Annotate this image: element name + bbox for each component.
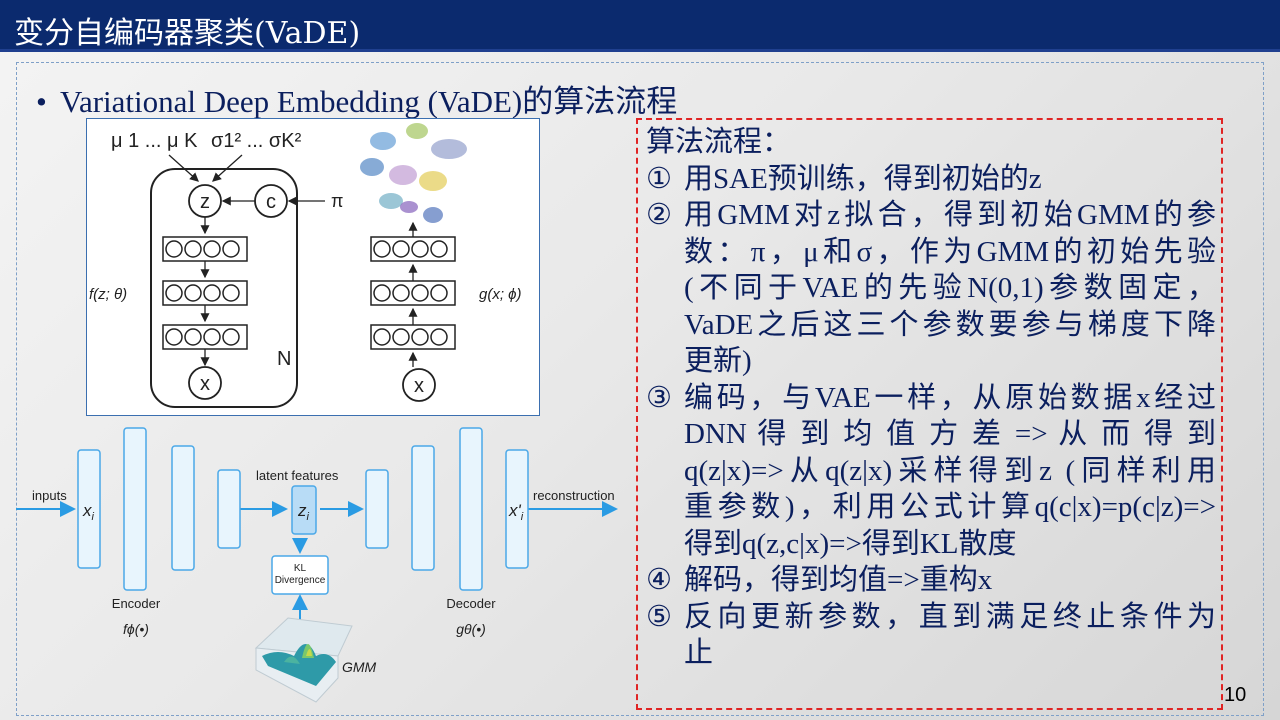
page-number: 10 — [1224, 684, 1247, 706]
vade-graphical-model-figure: μ 1 ... μ K σ1² ... σK² z c π x f(z; θ) … — [86, 118, 540, 416]
bullet-text: Variational Deep Embedding (VaDE)的算法流程 — [60, 84, 678, 119]
svg-text:xi: xi — [82, 501, 95, 523]
x-input-subscript: i — [92, 511, 95, 523]
step-number: ④ — [646, 564, 672, 596]
inputs-label: inputs — [32, 488, 67, 503]
slide-title: 变分自编码器聚类(VaDE) — [14, 16, 361, 51]
bullet-dot: • — [36, 84, 47, 119]
algorithm-step-3: ③ 编码，与VAE一样，从原始数据x经过 DNN 得 到 均 值 方 差 => … — [646, 380, 1216, 563]
f-label: f(z; θ) — [89, 286, 127, 303]
step-line: 数：π，μ和σ，作为GMM的初始先验 — [684, 235, 1216, 268]
x-input-label: x — [82, 501, 92, 520]
title-bar: 变分自编码器聚类(VaDE) — [0, 0, 1280, 52]
step-line: 得到q(z,c|x)=>得到KL散度 — [684, 527, 1017, 560]
step-number: ② — [646, 199, 672, 231]
step-number: ⑤ — [646, 600, 672, 633]
decoder-label: Decoder — [446, 596, 496, 611]
decoder-function: gθ(•) — [456, 621, 486, 637]
sigma-label: σ1² ... σK² — [211, 130, 302, 152]
encoder-decoder-network-figure: inputs latent features reconstruction xi… — [16, 420, 636, 720]
algorithm-steps: 算法流程： ① 用SAE预训练，得到初始的z ② 用GMM对z拟合，得到初始GM… — [646, 124, 1216, 672]
step-line: 止 — [684, 637, 714, 669]
z-latent-label: z — [297, 501, 307, 520]
gmm-surface-plot — [254, 617, 353, 703]
step-line: 重参数)，利用公式计算q(c|x)=p(c|z)=> — [684, 491, 1216, 523]
n-label: N — [277, 348, 291, 370]
algorithm-step-4: ④ 解码，得到均值=>重构x — [646, 562, 1216, 599]
g-label: g(x; ϕ) — [479, 286, 522, 303]
x-prime-subscript: i — [521, 511, 524, 523]
encoder-function: fϕ(•) — [123, 621, 149, 637]
bullet-point: • Variational Deep Embedding (VaDE)的算法流程 — [36, 76, 677, 121]
step-line: 更新) — [684, 345, 752, 377]
x-node-right: x — [414, 375, 424, 397]
encoder-label: Encoder — [112, 596, 161, 611]
content-frame — [16, 62, 1264, 716]
kl-label-line2: Divergence — [275, 575, 326, 586]
algorithm-step-5: ⑤ 反向更新参数，直到满足终止条件为 止 — [646, 599, 1216, 672]
cluster-scatter-image — [360, 123, 467, 223]
x-prime-label: x' — [508, 501, 522, 520]
step-line: (不同于VAE的先验N(0,1)参数固定， — [684, 272, 1216, 304]
kl-label-line1: KL — [294, 563, 307, 574]
pi-label: π — [331, 191, 343, 211]
step-line: 用GMM对z拟合，得到初始GMM的参 — [684, 199, 1216, 231]
z-node: z — [200, 191, 210, 213]
step-line: 用SAE预训练，得到初始的z — [684, 162, 1042, 195]
step-number: ③ — [646, 381, 672, 414]
svg-text:zi: zi — [297, 501, 310, 523]
mu-label: μ 1 ... μ K — [111, 130, 198, 152]
step-line: 反向更新参数，直到满足终止条件为 — [684, 600, 1216, 633]
algorithm-step-2: ② 用GMM对z拟合，得到初始GMM的参 数：π，μ和σ，作为GMM的初始先验 … — [646, 197, 1216, 380]
algorithm-step-1: ① 用SAE预训练，得到初始的z — [646, 161, 1216, 198]
gmm-label: GMM — [342, 659, 377, 675]
step-number: ① — [646, 162, 672, 195]
step-line: 解码，得到均值=>重构x — [684, 564, 993, 596]
z-latent-subscript: i — [307, 511, 310, 523]
step-line: DNN 得 到 均 值 方 差 => 从 而 得 到 — [684, 418, 1216, 450]
svg-text:x'i: x'i — [508, 501, 524, 523]
reconstruction-label: reconstruction — [533, 488, 615, 503]
step-line: VaDE之后这三个参数要参与梯度下降 — [684, 308, 1216, 341]
step-line: 编码，与VAE一样，从原始数据x经过 — [684, 381, 1216, 414]
c-node: c — [266, 191, 276, 213]
x-node-left: x — [200, 373, 210, 395]
algorithm-heading: 算法流程： — [646, 126, 792, 158]
latent-features-label: latent features — [256, 468, 339, 483]
algorithm-box — [636, 118, 1223, 710]
step-line: q(z|x)=>从q(z|x)采样得到z (同样利用 — [684, 454, 1216, 487]
